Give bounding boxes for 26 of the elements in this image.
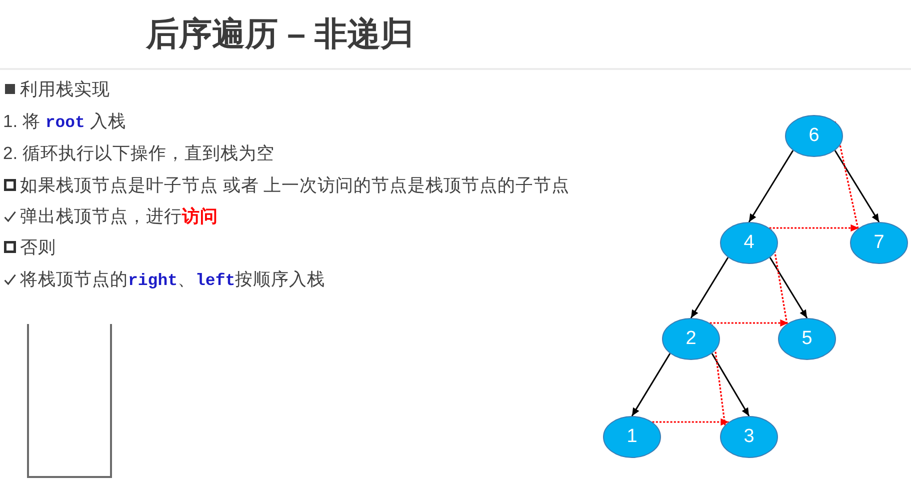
list-item-text: 将栈顶节点的right、left按顺序入栈 xyxy=(20,268,326,292)
dotted-arrow xyxy=(652,418,729,426)
dotted-arrow xyxy=(710,319,788,327)
list-item-text: 否则 xyxy=(20,236,56,259)
tree-node: 6 xyxy=(785,115,843,157)
list-item-text: 如果栈顶节点是叶子节点 或者 上一次访问的节点是栈顶节点的子节点 xyxy=(20,174,570,197)
arrow xyxy=(769,257,808,318)
arrow xyxy=(748,150,794,222)
arrow xyxy=(690,257,729,318)
arrow xyxy=(631,353,671,416)
arrow xyxy=(834,150,880,222)
list-item-text: 2. 循环执行以下操作，直到栈为空 xyxy=(3,142,274,165)
arrow xyxy=(711,353,750,416)
list-item-text: 弹出栈顶节点，进行访问 xyxy=(20,205,218,228)
tree-node: 5 xyxy=(778,318,836,360)
dotted-arrow xyxy=(769,224,859,232)
list-item-text: 1. 将 root 入栈 xyxy=(3,110,126,134)
title: 后序遍历 – 非递归 xyxy=(146,14,414,54)
list-item-text: 利用栈实现 xyxy=(20,78,110,101)
tree-node: 1 xyxy=(603,416,661,458)
tree-node: 4 xyxy=(720,222,778,264)
tree-node: 7 xyxy=(850,222,908,264)
tree-node: 3 xyxy=(720,416,778,458)
tree-node: 2 xyxy=(662,318,720,360)
dotted-arrow xyxy=(833,121,859,229)
dotted-arrow xyxy=(768,229,788,324)
